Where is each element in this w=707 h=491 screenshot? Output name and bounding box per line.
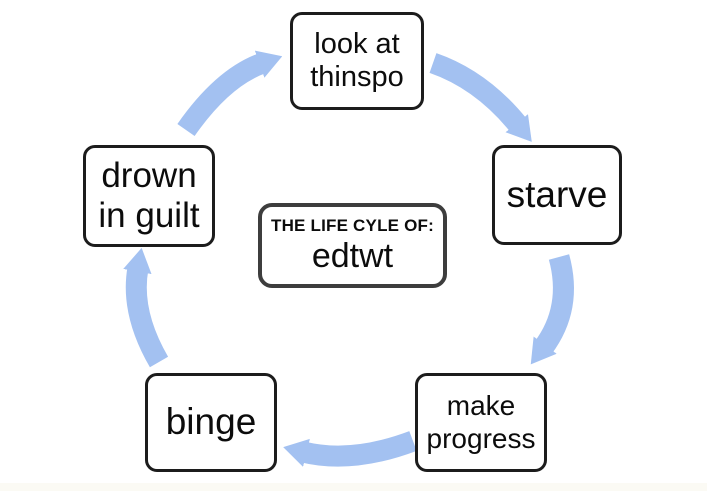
arrow-binge-to-drown bbox=[123, 247, 169, 368]
node-drown-in-guilt: drown in guilt bbox=[83, 145, 215, 247]
arrow-starve-to-progress bbox=[530, 254, 574, 365]
node-label: starve bbox=[506, 173, 608, 215]
bottom-strip bbox=[0, 483, 707, 491]
node-label: drown in guilt bbox=[98, 155, 200, 235]
node-make-progress: make progress bbox=[415, 373, 547, 472]
center-title: edtwt bbox=[311, 236, 394, 275]
node-label: look at thinspo bbox=[310, 27, 404, 93]
arrow-progress-to-binge bbox=[283, 431, 417, 467]
node-look-at-thinspo: look at thinspo bbox=[290, 12, 424, 110]
center-title-box: THE LIFE CYLE OF: edtwt bbox=[258, 203, 447, 288]
node-label: binge bbox=[165, 401, 257, 443]
node-starve: starve bbox=[492, 145, 622, 245]
node-label: make progress bbox=[426, 390, 536, 454]
arrow-thinspo-to-starve bbox=[429, 53, 532, 142]
center-label: THE LIFE CYLE OF: bbox=[270, 215, 434, 235]
node-binge: binge bbox=[145, 373, 277, 472]
arrow-drown-to-thinspo bbox=[177, 50, 283, 137]
